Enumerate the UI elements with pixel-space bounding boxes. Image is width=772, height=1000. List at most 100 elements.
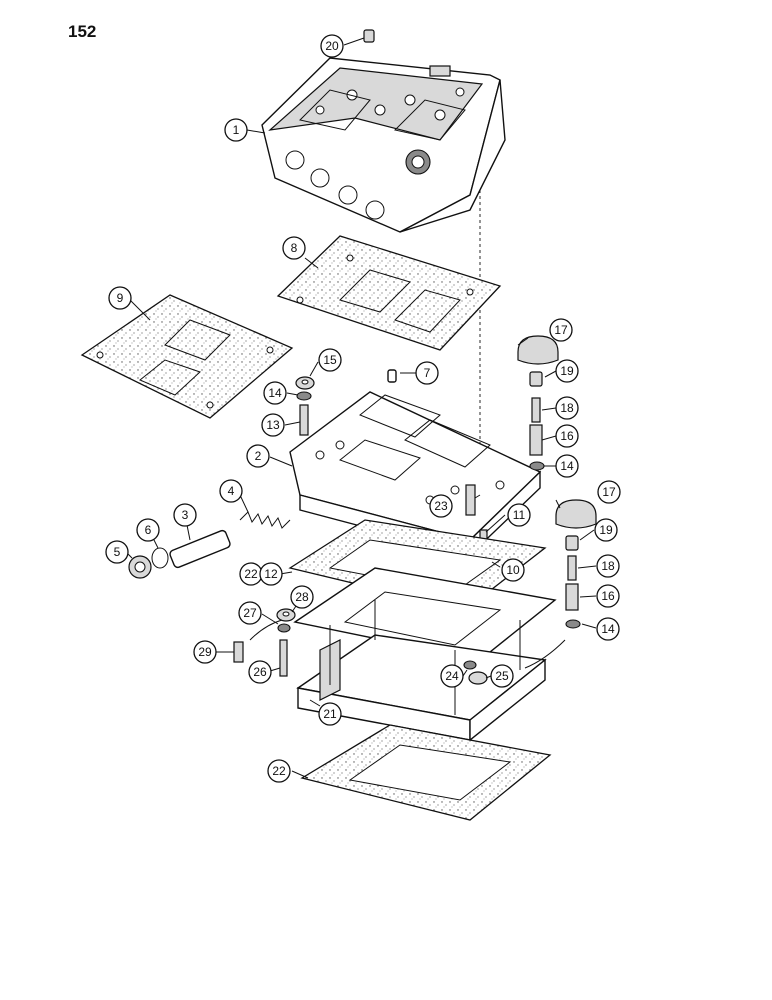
page-number: 152 [68, 22, 97, 41]
part-14-washer-upper-right [529, 461, 545, 471]
callout-12: 12 [259, 562, 283, 586]
part-17-cap-upper [517, 335, 559, 365]
callout-20: 20 [320, 34, 344, 58]
callout-17-upper: 17 [549, 318, 573, 342]
part-13-stud [299, 404, 309, 436]
callout-21: 21 [318, 702, 342, 726]
part-27-washer [277, 623, 291, 633]
callout-28: 28 [290, 585, 314, 609]
svg-text:9: 9 [117, 291, 124, 305]
part-22-gasket-lower [300, 724, 552, 821]
svg-text:11: 11 [513, 508, 526, 522]
svg-text:16: 16 [601, 589, 615, 603]
svg-text:20: 20 [325, 39, 339, 53]
svg-text:16: 16 [560, 429, 574, 443]
part-29-bolt [233, 641, 244, 663]
callout-6: 6 [136, 518, 160, 542]
svg-text:23: 23 [434, 499, 448, 513]
part-5-plug [128, 555, 152, 579]
svg-text:22: 22 [272, 764, 286, 778]
svg-text:27: 27 [243, 606, 257, 620]
svg-text:14: 14 [601, 622, 615, 636]
svg-text:3: 3 [182, 508, 189, 522]
part-19-sleeve-lower [565, 535, 579, 551]
callout-25: 25 [490, 664, 514, 688]
part-14-washer [296, 391, 312, 401]
part-8-gasket [276, 235, 502, 351]
svg-text:26: 26 [253, 665, 267, 679]
svg-text:8: 8 [291, 241, 298, 255]
callout-27: 27 [238, 601, 262, 625]
svg-text:24: 24 [445, 669, 459, 683]
part-25-nut [468, 671, 488, 685]
svg-text:25: 25 [495, 669, 509, 683]
svg-text:5: 5 [114, 545, 121, 559]
callout-11: 11 [507, 503, 531, 527]
part-6-oring [151, 547, 169, 569]
svg-text:18: 18 [601, 559, 615, 573]
callout-22-upper: 22 [239, 562, 263, 586]
svg-text:29: 29 [198, 645, 212, 659]
callout-8: 8 [282, 236, 306, 260]
callout-10: 10 [501, 558, 525, 582]
part-24-washer [463, 660, 477, 670]
callout-2: 2 [246, 444, 270, 468]
svg-text:4: 4 [228, 484, 235, 498]
callout-1: 1 [224, 118, 248, 142]
svg-text:17: 17 [554, 323, 568, 337]
svg-text:19: 19 [560, 364, 574, 378]
part-19-sleeve-upper [529, 371, 543, 387]
callout-22-lower: 22 [267, 759, 291, 783]
callout-18-lower: 18 [596, 554, 620, 578]
svg-text:28: 28 [295, 590, 309, 604]
part-3-spool [169, 529, 231, 569]
part-23-bolt [465, 484, 476, 516]
svg-text:21: 21 [323, 707, 337, 721]
callout-24: 24 [440, 664, 464, 688]
part-14-washer-lower-right [565, 619, 581, 629]
part-20-plug [363, 29, 375, 43]
part-16-bolt-lower [565, 583, 579, 611]
svg-text:22: 22 [244, 567, 258, 581]
callout-16-upper: 16 [555, 424, 579, 448]
callout-18-upper: 18 [555, 396, 579, 420]
part-28-nut [276, 608, 296, 622]
svg-text:2: 2 [255, 449, 262, 463]
callout-19-upper: 19 [555, 359, 579, 383]
part-21-spacer-housing [296, 600, 547, 742]
callout-3: 3 [173, 503, 197, 527]
callout-7: 7 [415, 361, 439, 385]
svg-text:10: 10 [506, 563, 520, 577]
part-26-stud [279, 639, 288, 677]
callout-16-lower: 16 [596, 584, 620, 608]
callout-9: 9 [108, 286, 132, 310]
callout-19-lower: 19 [594, 518, 618, 542]
callout-4: 4 [219, 479, 243, 503]
svg-text:7: 7 [424, 366, 431, 380]
svg-text:14: 14 [560, 459, 574, 473]
part-18-spring-lower [567, 555, 577, 581]
callout-14-lower-right: 14 [596, 617, 620, 641]
svg-text:19: 19 [599, 523, 613, 537]
svg-text:6: 6 [145, 523, 152, 537]
svg-text:15: 15 [323, 353, 337, 367]
svg-text:12: 12 [264, 567, 278, 581]
callout-29: 29 [193, 640, 217, 664]
part-7-pin [387, 369, 397, 383]
part-17-cap-lower [555, 499, 597, 529]
callout-17-lower: 17 [597, 480, 621, 504]
svg-text:13: 13 [266, 418, 280, 432]
part-4-spring [239, 511, 291, 529]
part-1-valve-body [261, 57, 506, 233]
part-16-bolt-upper [529, 424, 543, 456]
callout-14-left: 14 [263, 381, 287, 405]
svg-text:1: 1 [233, 123, 240, 137]
svg-text:18: 18 [560, 401, 574, 415]
callout-15: 15 [318, 348, 342, 372]
part-15-nut [295, 376, 315, 390]
callout-5: 5 [105, 540, 129, 564]
leader-lines [125, 37, 597, 779]
part-9-gasket [80, 294, 294, 419]
callout-26: 26 [248, 660, 272, 684]
